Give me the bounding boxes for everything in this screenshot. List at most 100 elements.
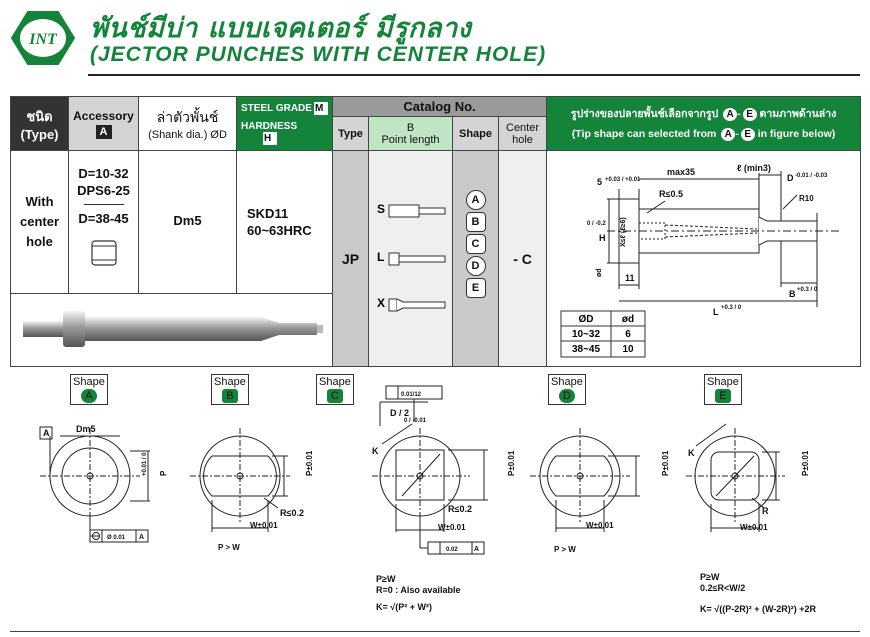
header-type: ชนิด (Type) [10,96,69,151]
dim-five-tol: +0.03 / +0.01 [605,177,641,183]
page-title-english: (JECTOR PUNCHES WITH CENTER HOLE) [90,43,547,66]
header-accessory: Accessory A [68,96,139,151]
header-shank: ล่าตัวพั้นช์ (Shank dia.) ØD [138,96,237,151]
shape-e-notes: P≥W 0.2≤R<W/2 K= √((P-2R)² + (W-2R)²) +2… [700,572,817,614]
dim-r10: R10 [799,194,814,203]
punch-technical-drawing: max35 ℓ (min3) 5 +0.03 / +0.01 R≤0.5 D -… [560,163,840,358]
shape-a-tol-ref: A [139,534,144,541]
shape-a-p: P [159,470,168,476]
shape-d-w: W±0.01 [586,521,614,530]
shape-b-w: W±0.01 [250,521,278,530]
dim-xl: X≤ℓ (ℓ≥6) [620,217,627,247]
shape-b-drawing [190,428,290,532]
shape-c-notes: P≥W R=0 : Also available K= √(P² + W²) [376,574,461,612]
dim-max35: max35 [667,167,695,177]
shape-b-r: R≤0.2 [280,508,304,518]
row-point-lengths: S L X [368,150,453,367]
shape-c-tol-ref: A [474,546,479,553]
mini-table: ØD ød 10~32 6 38~45 10 [560,310,646,358]
row-shapes: A B C D E [452,150,499,367]
length-l: L [377,250,384,264]
shape-e-r: R [762,506,769,516]
mini-cell: 10~32 [572,329,601,340]
accessory-sleeve-icon [90,240,117,266]
shape-c-w: W±0.01 [438,523,466,532]
dim-b: B [789,289,796,299]
subheader-type: Type [332,116,369,151]
dim-l: L [713,307,719,317]
shape-a-p-tol: +0.01 / 0 [142,452,148,476]
header-catalog: Catalog No. [331,96,548,117]
shape-option-d: D [465,256,486,276]
dim-h: H [599,233,606,243]
row-center-hole: - C [497,150,548,367]
shape-option-c: C [465,234,486,254]
dim-l-tol: +0.3 / 0 [721,305,742,311]
dim-l-min3: ℓ (min3) [737,163,771,173]
dim-d: D [787,173,794,183]
spec-table: ชนิด (Type) Accessory A ล่าตัวพั้นช์ (Sh… [10,96,862,367]
mini-head-od: ød [622,314,634,325]
page-title-thai: พันช์มีบ่า แบบเจคเตอร์ มีรูกลาง [90,13,472,44]
accessory-box: A [95,124,112,139]
mini-cell: 38~45 [572,344,601,355]
shape-a-datum: A [43,428,50,438]
shape-e-w: W±0.01 [740,523,768,532]
dim-h-tol: 0 / -0.2 [587,221,606,227]
shapes-drawings: A Dm5 P +0.01 / 0 Ø 0.01 A P±0.01 R≤0.2 … [39,385,810,555]
hardness-box: H [263,132,277,145]
shape-b-pw: P > W [218,543,240,552]
dim-od: ød [596,268,603,277]
mini-cell: 10 [622,344,634,355]
dim-five: 5 [597,177,602,187]
point-length-diagram: S L X [377,202,446,312]
shape-d-pw: P > W [554,545,576,554]
mini-head-d: ØD [579,314,594,325]
shape-e-p: P±0.01 [801,450,810,476]
shape-option-e: E [465,278,486,298]
shape-c-k: K [372,446,379,456]
shape-c-d2: D / 2 [390,408,409,418]
length-s: S [377,202,385,216]
steel-box: M [313,102,328,115]
header-tip-shape: รูปร่างของปลายพั้นช์เลือกจากรูป A-E ตามภ… [546,96,862,151]
length-x: X [377,296,385,310]
shape-a-tol: Ø 0.01 [107,535,126,541]
shape-d-p: P±0.01 [661,450,670,476]
shape-d-drawing [530,428,640,532]
shape-option-b: B [465,212,486,232]
shape-e-drawing [686,423,785,532]
shape-option-a: A [465,190,486,210]
dim-r05: R≤0.5 [659,189,683,199]
row-catalog-type: JP [332,150,369,367]
shape-a-drawing [39,426,150,543]
shape-c-r: R≤0.2 [448,504,472,514]
punch-photo [22,310,323,347]
shapes-section [10,366,860,632]
shape-c-drawing [372,385,488,555]
row-tech-drawing: max35 ℓ (min3) 5 +0.03 / +0.01 R≤0.5 D -… [546,150,862,367]
dim-b-tol: +0.3 / 0 [797,287,818,293]
shape-c-tol: 0.02 [446,547,458,553]
dim-d-tol: -0.01 / -0.03 [795,173,828,179]
logo-text: INT [28,31,58,48]
shape-c-p: P±0.01 [507,450,516,476]
shape-b-p: P±0.01 [305,450,314,476]
shape-c-flat: 0.01/12 [401,392,422,398]
shape-c-d2-tol: 0 / -0.01 [404,418,427,424]
row-punch-photo [10,293,333,367]
mini-cell: 6 [625,329,631,340]
shape-a-dm5: Dm5 [76,424,96,434]
dim-eleven: 11 [625,273,635,283]
row-shank: Dm5 [138,149,237,295]
